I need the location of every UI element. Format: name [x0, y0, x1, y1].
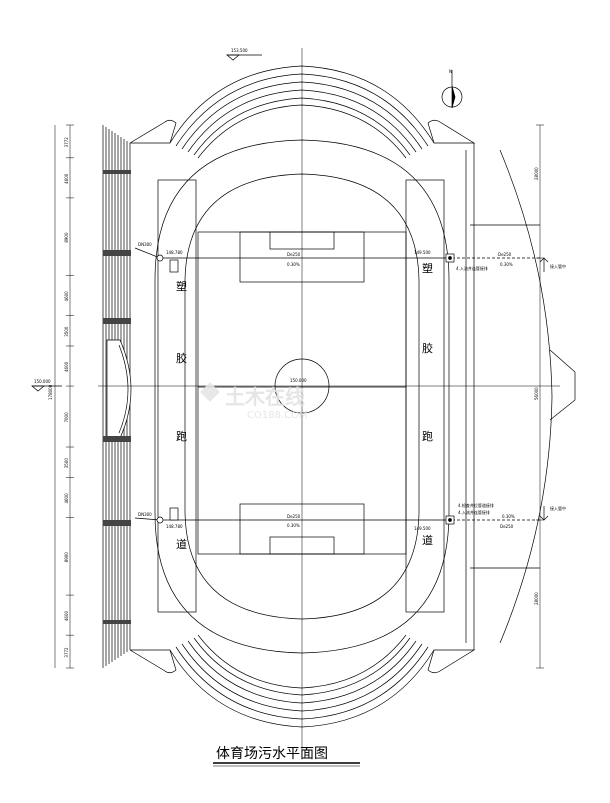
pipe-bottom-right-size2: De250	[500, 524, 514, 529]
left-total-dim: 178000	[48, 384, 53, 400]
track-char-left-4: 道	[176, 537, 187, 551]
left-dim-label: 3772	[64, 647, 69, 658]
left-dim-label: 4600	[64, 173, 69, 184]
track-char-left-2: 胶	[176, 351, 187, 365]
left-dimension-chain	[54, 124, 74, 669]
drawing-title: 体育场污水平面图	[216, 746, 328, 762]
elevation-marker-top	[226, 54, 262, 61]
pipe-bottom-well-note2: 4.入流井连管接排	[458, 509, 490, 515]
pipe-top-mid-2: 0.30%	[287, 262, 300, 267]
north-arrow-icon	[441, 70, 463, 109]
stadium-stands	[102, 65, 576, 728]
pipe-bottom-outlet: 接入管中	[550, 505, 566, 511]
elevation-marker-left	[31, 385, 62, 392]
track-char-right-1: 塑	[422, 261, 433, 275]
pipe-top-mid-1: De250	[287, 252, 301, 257]
left-dim-label: 8900	[64, 552, 69, 563]
pipe-bottom-well-note1: 4.检查井位管道接排	[458, 502, 494, 508]
north-label: N	[449, 69, 452, 74]
right-dimension-chain	[536, 124, 544, 669]
pipe-bottom-mid-1: De250	[287, 514, 301, 519]
pipe-top-right-size1: De250	[498, 252, 512, 257]
track-char-left-1: 塑	[176, 279, 187, 293]
pipe-bottom-right-elev: 149.500	[414, 526, 431, 531]
right-dim-3: 28000	[534, 592, 539, 605]
elev-top-label: 153.500	[231, 48, 248, 53]
pipe-bottom-right-size1: 0.30%	[502, 514, 515, 519]
pipe-top-outlet: 接入管中	[550, 263, 566, 269]
watermark-url: CO188.COM	[247, 410, 308, 421]
elev-center-label: 150.000	[290, 378, 307, 383]
pipe-top-right-elev: 149.500	[414, 250, 431, 255]
left-dim-label: 3500	[64, 458, 69, 469]
track-char-right-4: 道	[422, 533, 433, 547]
pipe-bottom-mid-2: 0.30%	[287, 523, 300, 528]
pipe-top-left-elev: 148.780	[166, 250, 183, 255]
pipe-top-well-note: 4.入流井连管接排	[456, 265, 488, 271]
watermark: 土木在线 CO188.COM	[200, 382, 308, 421]
track-char-left-3: 跑	[176, 429, 187, 443]
left-dim-label: 3500	[64, 326, 69, 337]
elev-left-label: 150.000	[34, 379, 51, 384]
watermark-text: 土木在线	[225, 385, 305, 409]
track-char-right-3: 跑	[422, 429, 433, 443]
pipe-top-right-size2: 0.30%	[500, 262, 513, 267]
left-dim-label: 4600	[64, 291, 69, 302]
left-dim-label: 4600	[64, 610, 69, 621]
right-dim-2: 56000	[534, 387, 539, 400]
left-dim-label: 4600	[64, 493, 69, 504]
sewage-pipes	[134, 247, 549, 525]
right-dim-1: 28000	[534, 167, 539, 180]
track-char-right-2: 胶	[422, 341, 433, 355]
left-dim-label: 7000	[64, 412, 69, 423]
pipe-bottom-left-elev: 148.780	[166, 524, 183, 529]
pipe-bottom-left-size: DN300	[138, 512, 152, 517]
left-dim-label: 4600	[64, 361, 69, 372]
left-dim-label: 3772	[64, 137, 69, 148]
center-axes	[98, 48, 560, 752]
left-dim-label: 8900	[64, 232, 69, 243]
pipe-top-left-size: DN300	[138, 242, 152, 247]
